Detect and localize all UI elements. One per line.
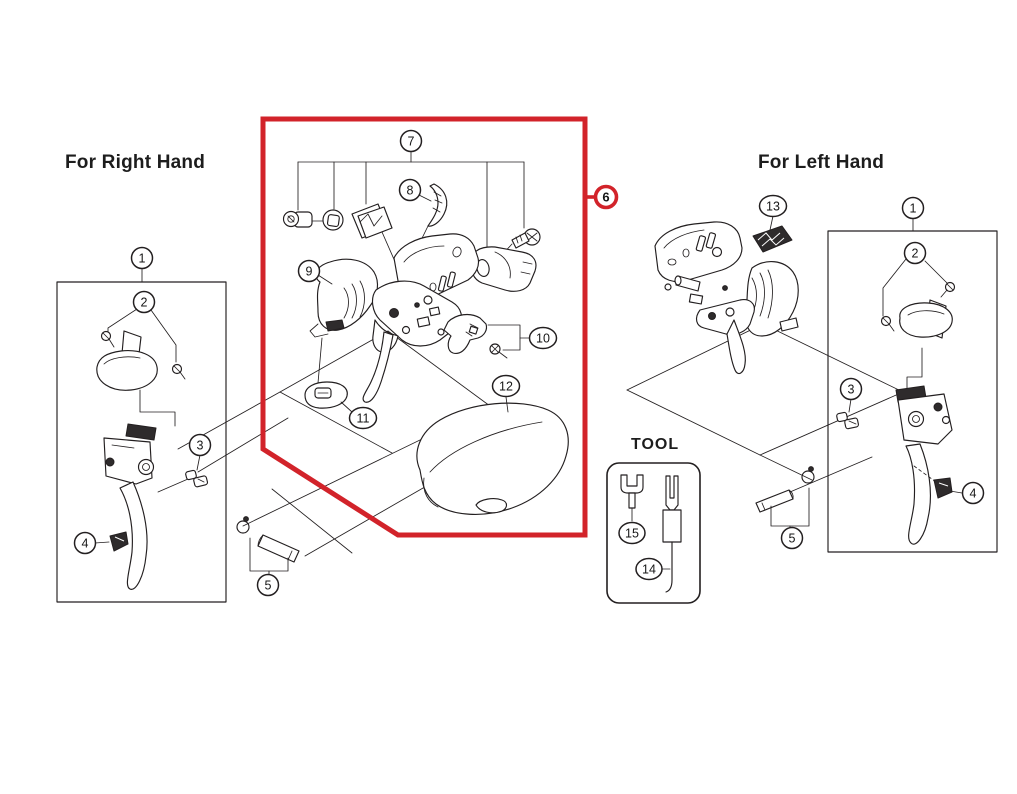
centre-callout-leaders [317,194,509,413]
right-button-part-drawing [109,531,129,552]
tool14-tool-drawing [661,475,682,593]
svg-text:2: 2 [912,247,919,261]
svg-text:15: 15 [625,527,639,541]
callout-11: 11 [348,406,378,430]
callout-13: 13 [758,194,788,218]
callout-left-1: 1 [901,196,925,220]
right-lever-drawing [103,423,189,590]
callout-right-2: 2 [132,290,156,314]
right-unit-frame [56,281,227,603]
highlighted-unit-drawing [282,150,569,515]
svg-text:13: 13 [766,200,780,214]
right-hand-unit-drawing [56,281,300,603]
callout-right-3: 3 [188,433,212,457]
tool-box-frame [606,462,701,604]
tool-box-drawing [606,462,701,604]
svg-text:2: 2 [141,296,148,310]
left-unit-frame [827,230,998,553]
part10-cover-drawing [443,313,530,359]
tool-label: TOOL [631,436,680,453]
left-bracket-part-drawing [880,258,956,339]
left-connector-line [906,347,923,393]
left-axle-pin-drawing [755,466,815,529]
right-axle-pin-drawing [236,516,300,575]
callout-right-4: 4 [73,531,97,555]
callout-left-3: 3 [839,377,863,401]
right-connector-line [139,389,176,427]
left-button-part-drawing [933,477,953,499]
callout-12: 12 [491,374,521,398]
part8-spring-drawing [406,183,448,270]
title-left-hand: For Left Hand [758,152,885,173]
highlight-outline [260,116,595,538]
left-boxed-unit-drawing [827,230,998,553]
right-clip-part-drawing [185,469,209,488]
svg-text:14: 14 [642,563,656,577]
svg-text:4: 4 [82,537,89,551]
svg-text:4: 4 [970,487,977,501]
svg-text:10: 10 [536,332,550,346]
callout-9: 9 [297,259,321,283]
svg-text:5: 5 [789,532,796,546]
centre-lever-body-drawing [353,233,480,426]
tool15-fork-drawing [620,474,644,522]
part9-hood-drawing [309,258,379,384]
callout-8: 8 [398,178,422,202]
right-callout-leaders [94,267,201,544]
callout-right-1: 1 [130,246,154,270]
callout-15: 15 [618,521,646,545]
callout-6-highlight: 6 [593,184,619,210]
callout-7-bracket-lines [297,150,525,251]
part7-small-parts-drawing [282,203,401,274]
part13-pad-drawing [752,225,793,253]
svg-text:12: 12 [499,380,513,394]
callout-7: 7 [399,129,423,153]
left-clip-part-drawing [836,411,859,430]
ground-plane-lines [177,323,904,557]
callout-right-5: 5 [256,573,280,597]
svg-text:1: 1 [139,252,146,266]
callout-left-2: 2 [903,241,927,265]
left-hand-unit-drawing [654,221,799,375]
callout-10: 10 [528,326,558,350]
svg-text:7: 7 [408,135,415,149]
left-lever-drawing [895,385,953,545]
left-callout-leaders [769,215,963,494]
callout-left-4: 4 [961,481,985,505]
part12-hood-cover-drawing [416,402,569,515]
callout-14: 14 [635,557,663,581]
svg-text:6: 6 [602,190,609,205]
svg-text:5: 5 [265,579,272,593]
callout-left-5: 5 [780,526,804,550]
svg-text:3: 3 [197,439,204,453]
part11-name-plate-drawing [304,381,353,413]
right-bracket-part-drawing [96,308,186,391]
svg-text:9: 9 [306,265,313,279]
svg-text:11: 11 [357,412,370,426]
svg-text:8: 8 [407,184,414,198]
title-right-hand: For Right Hand [65,152,206,173]
svg-text:3: 3 [848,383,855,397]
svg-text:1: 1 [910,202,917,216]
clamp-band-drawing [459,228,541,292]
